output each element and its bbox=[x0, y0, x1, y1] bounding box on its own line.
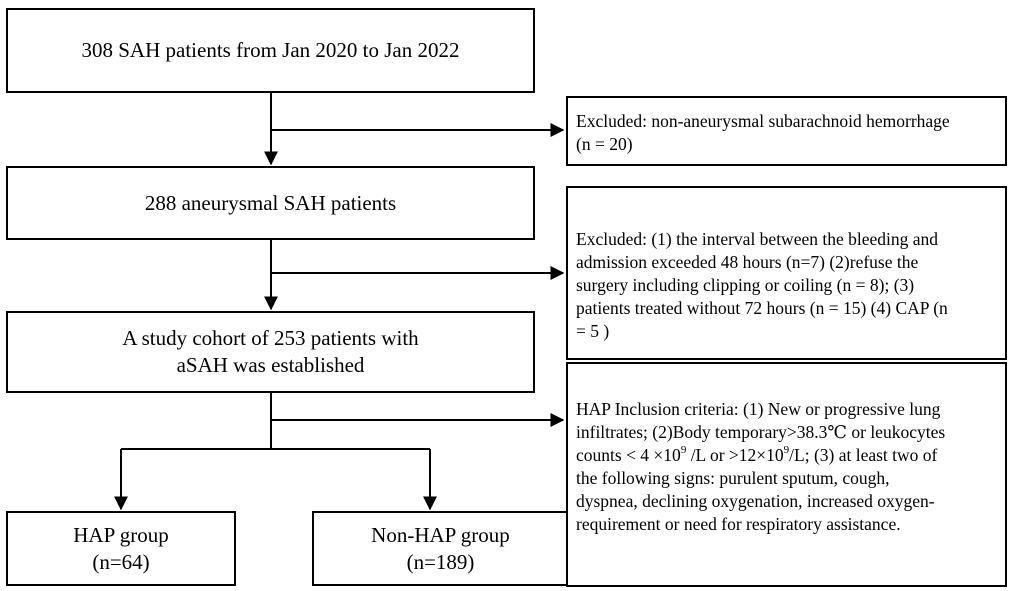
inclusion-line3-exponent-a: 9 bbox=[680, 444, 687, 457]
excluded-note-2-line4: patients treated without 72 hours (n = 1… bbox=[576, 298, 948, 318]
inclusion-line2: infiltrates; (2)Body temporary>38.3℃ or … bbox=[576, 422, 946, 442]
excluded-note-2-line3: surgery including clipping or coiling (n… bbox=[576, 275, 915, 295]
excluded-note-1-line1: Excluded: non-aneurysmal subarachnoid he… bbox=[576, 111, 950, 131]
inclusion-criteria-note: HAP Inclusion criteria: (1) New or progr… bbox=[566, 362, 1007, 587]
excluded-note-2-line1: Excluded: (1) the interval between the b… bbox=[576, 229, 939, 249]
nonhap-group-label: Non-HAP group bbox=[371, 522, 510, 547]
inclusion-line1: HAP Inclusion criteria: (1) New or progr… bbox=[576, 399, 941, 419]
inclusion-line3-part-a: counts < 4 ×10 bbox=[576, 445, 681, 465]
nonhap-group-count: (n=189) bbox=[406, 549, 475, 574]
hap-group-box: HAP group (n=64) bbox=[6, 511, 236, 586]
aneurysmal-box-text: 288 aneurysmal SAH patients bbox=[144, 190, 397, 215]
inclusion-line4: the following signs: purulent sputum, co… bbox=[576, 468, 890, 488]
inclusion-line3-exponent-b: 9 bbox=[783, 444, 790, 457]
inclusion-line5: dyspnea, declining oxygenation, increase… bbox=[576, 491, 935, 511]
hap-group-label: HAP group bbox=[73, 522, 169, 547]
start-box: 308 SAH patients from Jan 2020 to Jan 20… bbox=[6, 8, 535, 93]
excluded-note-1-line2: (n = 20) bbox=[576, 134, 633, 154]
aneurysmal-box: 288 aneurysmal SAH patients bbox=[6, 166, 535, 240]
nonhap-group-box: Non-HAP group (n=189) bbox=[312, 511, 569, 586]
inclusion-line3: counts < 4 ×109 /L or >12×109/L; (3) at … bbox=[576, 444, 997, 467]
cohort-box: A study cohort of 253 patients with aSAH… bbox=[6, 311, 535, 393]
excluded-note-2-line5: = 5 ) bbox=[576, 321, 610, 341]
hap-group-count: (n=64) bbox=[92, 549, 150, 574]
inclusion-line3-part-b: /L or >12×10 bbox=[686, 445, 784, 465]
inclusion-line6: requirement or need for respiratory assi… bbox=[576, 514, 901, 534]
start-box-text: 308 SAH patients from Jan 2020 to Jan 20… bbox=[81, 38, 460, 62]
cohort-box-text: A study cohort of 253 patients with aSAH… bbox=[122, 326, 419, 377]
excluded-note-2: Excluded: (1) the interval between the b… bbox=[566, 186, 1007, 360]
inclusion-line3-part-c: /L; (3) at least two of bbox=[789, 445, 938, 465]
excluded-note-2-line2: admission exceeded 48 hours (n=7) (2)ref… bbox=[576, 252, 919, 272]
excluded-note-1: Excluded: non-aneurysmal subarachnoid he… bbox=[566, 96, 1007, 166]
